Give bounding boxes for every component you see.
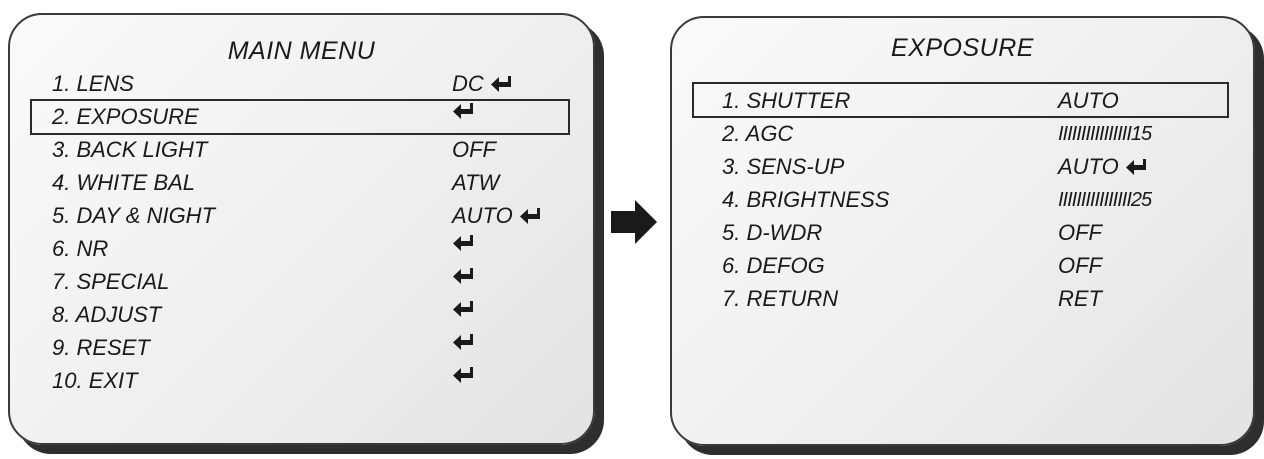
menu-item-exit[interactable]: 10. EXIT — [52, 366, 552, 396]
menu-item-exposure[interactable]: 2. EXPOSURE — [52, 102, 552, 132]
menu-item-label: 1. SHUTTER — [722, 88, 851, 113]
menu-item-value: OFF — [452, 135, 496, 165]
menu-item-adjust[interactable]: 8. ADJUST — [52, 300, 552, 330]
menu-item-value: IIIIIIIIIIIIIIII25 — [1058, 185, 1152, 215]
menu-item-value: ATW — [452, 168, 499, 198]
enter-return-icon — [490, 75, 514, 93]
menu-item-nr[interactable]: 6. NR — [52, 234, 552, 264]
menu-item-value-text: AUTO — [1058, 154, 1119, 179]
menu-item-value-text: OFF — [1058, 253, 1102, 278]
menu-item-label: 4. BRIGHTNESS — [722, 187, 890, 212]
menu-item-value — [452, 102, 476, 120]
menu-item-label: 9. RESET — [52, 335, 150, 360]
menu-item-label: 1. LENS — [52, 71, 134, 96]
menu-item-label: 6. DEFOG — [722, 253, 825, 278]
menu-item-day-night[interactable]: 5. DAY & NIGHT AUTO — [52, 201, 552, 231]
menu-item-brightness[interactable]: 4. BRIGHTNESS IIIIIIIIIIIIIIII25 — [722, 185, 1212, 215]
menu-item-value: DC — [452, 69, 514, 99]
menu-item-value-text: DC — [452, 71, 484, 96]
enter-return-icon — [452, 333, 476, 351]
menu-item-value — [452, 366, 476, 384]
menu-item-value-text: OFF — [452, 137, 496, 162]
menu-item-label: 6. NR — [52, 236, 109, 261]
menu-item-return[interactable]: 7. RETURN RET — [722, 284, 1212, 314]
menu-item-value: IIIIIIIIIIIIIIII15 — [1058, 119, 1152, 149]
menu-item-value: OFF — [1058, 218, 1102, 248]
selection-highlight — [30, 99, 570, 135]
menu-item-sens-up[interactable]: 3. SENS-UP AUTO — [722, 152, 1212, 182]
menu-item-reset[interactable]: 9. RESET — [52, 333, 552, 363]
enter-return-icon — [452, 366, 476, 384]
menu-item-label: 2. EXPOSURE — [52, 104, 199, 129]
menu-item-value-text: OFF — [1058, 220, 1102, 245]
menu-item-defog[interactable]: 6. DEFOG OFF — [722, 251, 1212, 281]
menu-item-label: 4. WHITE BAL — [52, 170, 196, 195]
main-menu-panel: MAIN MENU 1. LENS DC 2. EXPOSURE 3. BACK LI… — [8, 13, 595, 445]
menu-item-agc[interactable]: 2. AGC IIIIIIIIIIIIIIII15 — [722, 119, 1212, 149]
menu-item-value-text: IIIIIIIIIIIIIIII15 — [1058, 123, 1152, 145]
enter-return-icon — [452, 102, 476, 120]
enter-return-icon — [452, 267, 476, 285]
menu-item-value-text: RET — [1058, 286, 1102, 311]
menu-item-label: 7. RETURN — [722, 286, 839, 311]
menu-item-lens[interactable]: 1. LENS DC — [52, 69, 552, 99]
menu-item-label: 7. SPECIAL — [52, 269, 170, 294]
menu-item-value: AUTO — [1058, 86, 1119, 116]
menu-item-label: 10. EXIT — [52, 368, 138, 393]
menu-item-label: 2. AGC — [722, 121, 794, 146]
menu-item-value-text: AUTO — [1058, 88, 1119, 113]
menu-item-value-text: IIIIIIIIIIIIIIII25 — [1058, 189, 1152, 211]
menu-item-d-wdr[interactable]: 5. D-WDR OFF — [722, 218, 1212, 248]
exposure-menu-title: EXPOSURE — [891, 34, 1034, 62]
menu-item-value-text: AUTO — [452, 203, 513, 228]
menu-item-value: OFF — [1058, 251, 1102, 281]
menu-item-label: 5. D-WDR — [722, 220, 823, 245]
menu-item-shutter[interactable]: 1. SHUTTER AUTO — [722, 86, 1212, 116]
menu-item-value — [452, 300, 476, 318]
menu-item-label: 3. BACK LIGHT — [52, 137, 208, 162]
menu-item-label: 3. SENS-UP — [722, 154, 845, 179]
menu-item-special[interactable]: 7. SPECIAL — [52, 267, 552, 297]
menu-item-label: 8. ADJUST — [52, 302, 162, 327]
enter-return-icon — [452, 300, 476, 318]
menu-item-value: AUTO — [1058, 152, 1149, 182]
enter-return-icon — [1125, 158, 1149, 176]
exposure-menu-panel: EXPOSURE 1. SHUTTER AUTO 2. AGC IIIIIIIIIII… — [670, 16, 1255, 446]
right-arrow-icon — [611, 200, 657, 244]
menu-item-label: 5. DAY & NIGHT — [52, 203, 216, 228]
menu-item-value — [452, 267, 476, 285]
menu-item-value: RET — [1058, 284, 1102, 314]
enter-return-icon — [452, 234, 476, 252]
selection-highlight — [692, 82, 1229, 118]
menu-item-white-bal[interactable]: 4. WHITE BAL ATW — [52, 168, 552, 198]
menu-item-value: AUTO — [452, 201, 543, 231]
enter-return-icon — [519, 207, 543, 225]
menu-item-back-light[interactable]: 3. BACK LIGHT OFF — [52, 135, 552, 165]
menu-item-value — [452, 234, 476, 252]
menu-item-value-text: ATW — [452, 170, 500, 195]
menu-item-value — [452, 333, 476, 351]
main-menu-title: MAIN MENU — [227, 37, 376, 65]
